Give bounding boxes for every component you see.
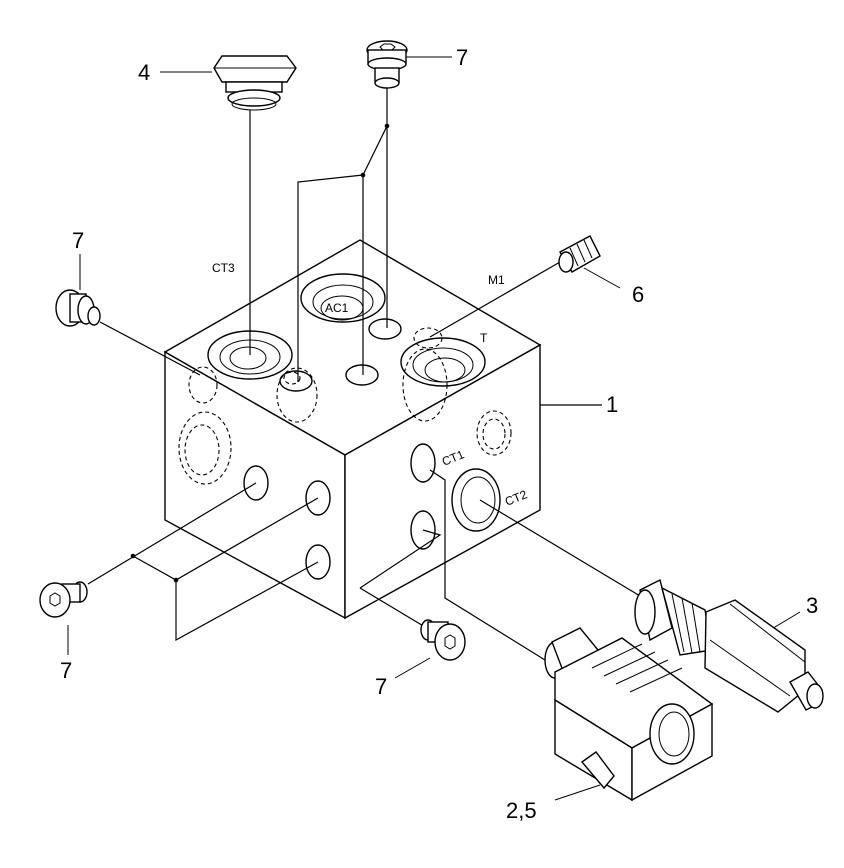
plug-part-4 xyxy=(213,55,297,111)
block-right-face xyxy=(344,343,541,620)
callout-6: 6 xyxy=(632,282,644,307)
callout-7-bottom-mid: 7 xyxy=(375,674,387,699)
right-face-ports xyxy=(410,410,512,550)
callout-numbers: 4 7 7 6 1 7 7 3 2,5 xyxy=(60,45,818,823)
callout-4: 4 xyxy=(138,60,150,85)
solenoid-coil-part-2-5 xyxy=(544,627,714,802)
cartridge-valve-part-3 xyxy=(634,578,824,713)
callout-7-bottom-left: 7 xyxy=(60,658,72,683)
port-label-ct3: CT3 xyxy=(212,261,235,275)
plug-part-6 xyxy=(558,235,601,273)
port-label-ac1: AC1 xyxy=(325,301,349,315)
callout-7-left: 7 xyxy=(72,228,84,253)
callout-3: 3 xyxy=(806,593,818,618)
callout-1: 1 xyxy=(606,392,618,417)
plug-part-7-bottom-left xyxy=(39,581,88,618)
plug-part-7-top xyxy=(366,40,408,89)
port-label-t: T xyxy=(480,331,488,345)
plug-part-7-left xyxy=(55,289,101,327)
port-label-m1: M1 xyxy=(488,273,505,287)
leader-lines xyxy=(67,56,801,801)
callout-2-5: 2,5 xyxy=(506,798,537,823)
plug-part-7-bottom-mid xyxy=(420,619,466,661)
callout-7-top: 7 xyxy=(456,45,468,70)
